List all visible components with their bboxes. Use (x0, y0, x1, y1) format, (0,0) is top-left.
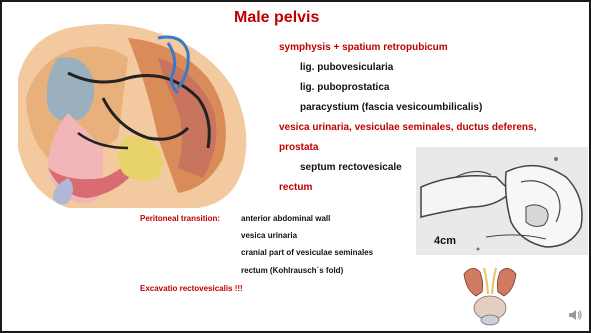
exam-distance-label: 4cm (434, 235, 456, 247)
line-lig-pubovesicularia: lig. pubovesicularia (300, 62, 393, 73)
peritoneal-item: anterior abdominal wall (241, 214, 330, 223)
speaker-icon[interactable] (567, 307, 583, 323)
line-septum-rectovesicale: septum rectovesicale (300, 162, 402, 173)
line-symphysis: symphysis + spatium retropubicum (279, 42, 448, 53)
line-paracystium: paracystium (fascia vesicoumbilicalis) (300, 102, 482, 113)
peritoneal-item: vesica urinaria (241, 231, 297, 240)
line-prostata: prostata (279, 142, 318, 153)
excavatio-note: Excavatio rectovesicalis !!! (140, 284, 243, 293)
peritoneal-item: rectum (Kohlrausch´s fold) (241, 266, 343, 275)
peritoneal-item: cranial part of vesiculae seminales (241, 248, 373, 257)
peritoneal-label: Peritoneal transition: (140, 214, 220, 223)
prostate-illustration (454, 262, 526, 328)
line-vesica-urinaria: vesica urinaria, vesiculae seminales, du… (279, 122, 536, 133)
line-lig-puboprostatica: lig. puboprostatica (300, 82, 389, 93)
pelvis-illustration (8, 18, 253, 210)
slide-title: Male pelvis (234, 9, 319, 27)
line-rectum: rectum (279, 182, 312, 193)
